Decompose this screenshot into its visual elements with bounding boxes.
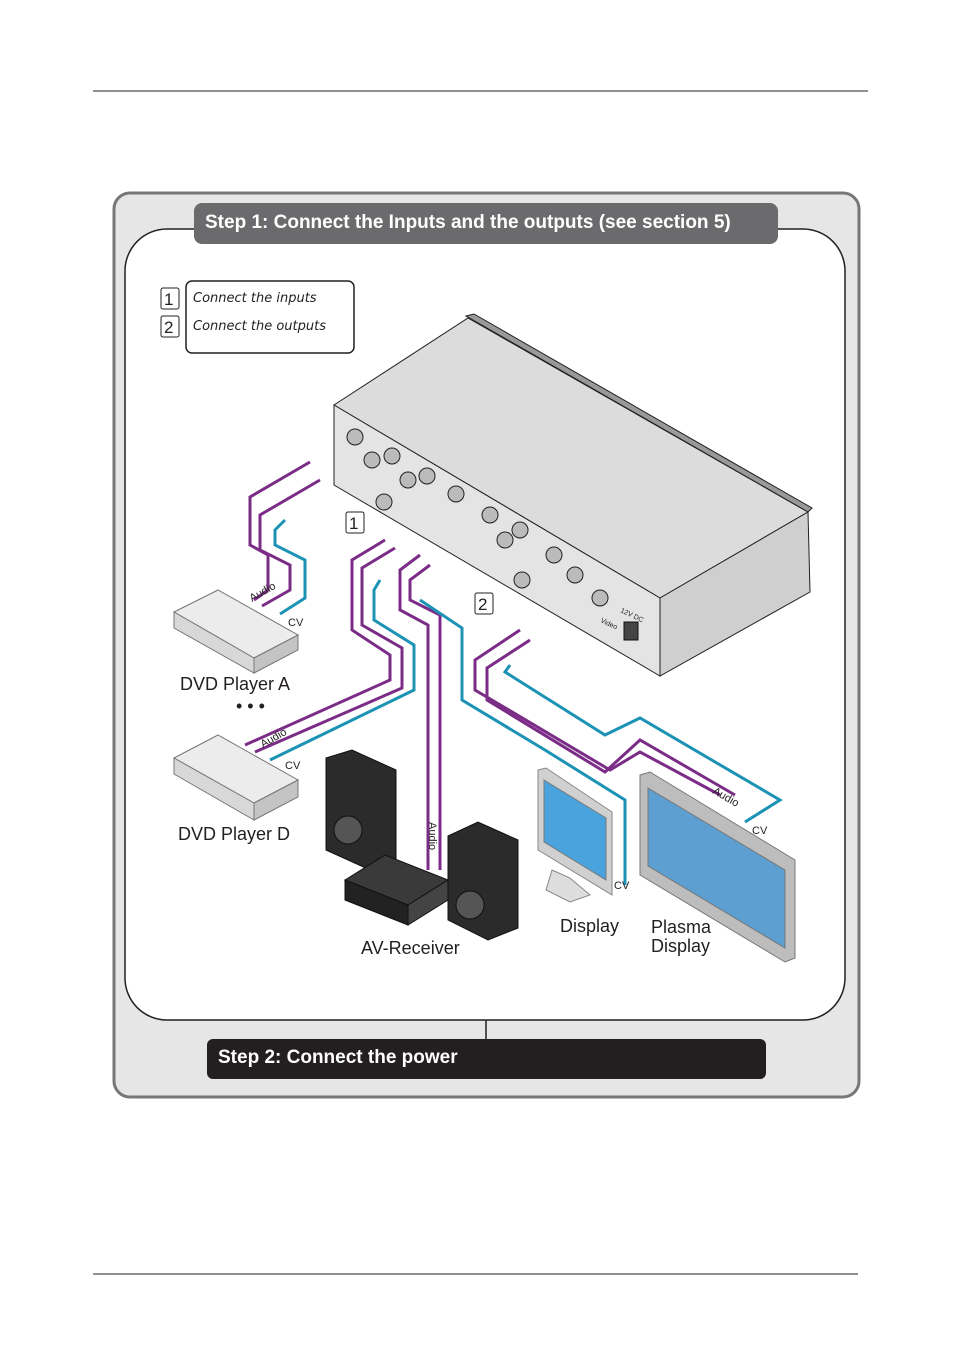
audio-cable-receiver-1 <box>398 553 430 870</box>
plasma-label-line1: Plasma <box>651 917 712 937</box>
cv-cable-display <box>419 598 627 885</box>
audio-cable-dvd-d-1 <box>244 538 392 747</box>
legend-text-2: Connect the outputs <box>193 319 326 334</box>
audio-cable-dvd-d-2 <box>254 546 404 754</box>
svg-text:1: 1 <box>349 514 358 533</box>
step2-title: Step 2: Connect the power <box>218 1047 458 1068</box>
dvd-player-a-label: DVD Player A <box>180 674 290 694</box>
audio-label-receiver: Audio <box>426 822 438 850</box>
cv-label-plasma: CV <box>752 825 768 837</box>
legend-number-2: 2 <box>164 318 173 337</box>
legend-number-1: 1 <box>164 290 173 309</box>
cv-cable-plasma <box>502 664 783 824</box>
switcher-device: 12V DC Video <box>333 313 813 677</box>
svg-text:2: 2 <box>478 595 487 614</box>
audio-cable-receiver-2 <box>408 563 442 870</box>
display-label: Display <box>560 916 619 936</box>
av-receiver-label: AV-Receiver <box>361 938 460 958</box>
audio-cable-dvd-a-2 <box>258 478 321 608</box>
plasma-label-line2: Display <box>651 936 710 956</box>
dvd-player-d-label: DVD Player D <box>178 824 290 844</box>
cables <box>244 460 783 885</box>
marker-inputs: 1 <box>345 511 365 534</box>
step2-banner: Step 2: Connect the power <box>207 1039 766 1079</box>
marker-outputs: 2 <box>474 592 494 615</box>
display-monitor <box>537 767 613 903</box>
cv-cable-dvd-d <box>269 579 416 762</box>
legend-text-1: Connect the inputs <box>193 291 317 306</box>
step1-banner: Step 1: Connect the Inputs and the outpu… <box>194 203 778 244</box>
cv-label-d: CV <box>285 760 301 772</box>
audio-cable-plasma-2 <box>485 638 736 797</box>
dvd-player-d <box>172 734 300 821</box>
cv-label-a: CV <box>288 617 304 629</box>
step1-title: Step 1: Connect the Inputs and the outpu… <box>205 212 731 233</box>
plasma-display <box>639 771 796 963</box>
power-jack <box>623 621 639 641</box>
legend: 1 Connect the inputs 2 Connect the outpu… <box>160 280 355 354</box>
dvd-player-a <box>172 589 300 674</box>
cv-cable-dvd-a <box>273 518 307 616</box>
av-receiver <box>325 749 519 941</box>
cv-label-display: CV <box>614 880 630 892</box>
ellipsis: • • • <box>236 696 265 716</box>
audio-cable-plasma-1 <box>473 628 721 797</box>
